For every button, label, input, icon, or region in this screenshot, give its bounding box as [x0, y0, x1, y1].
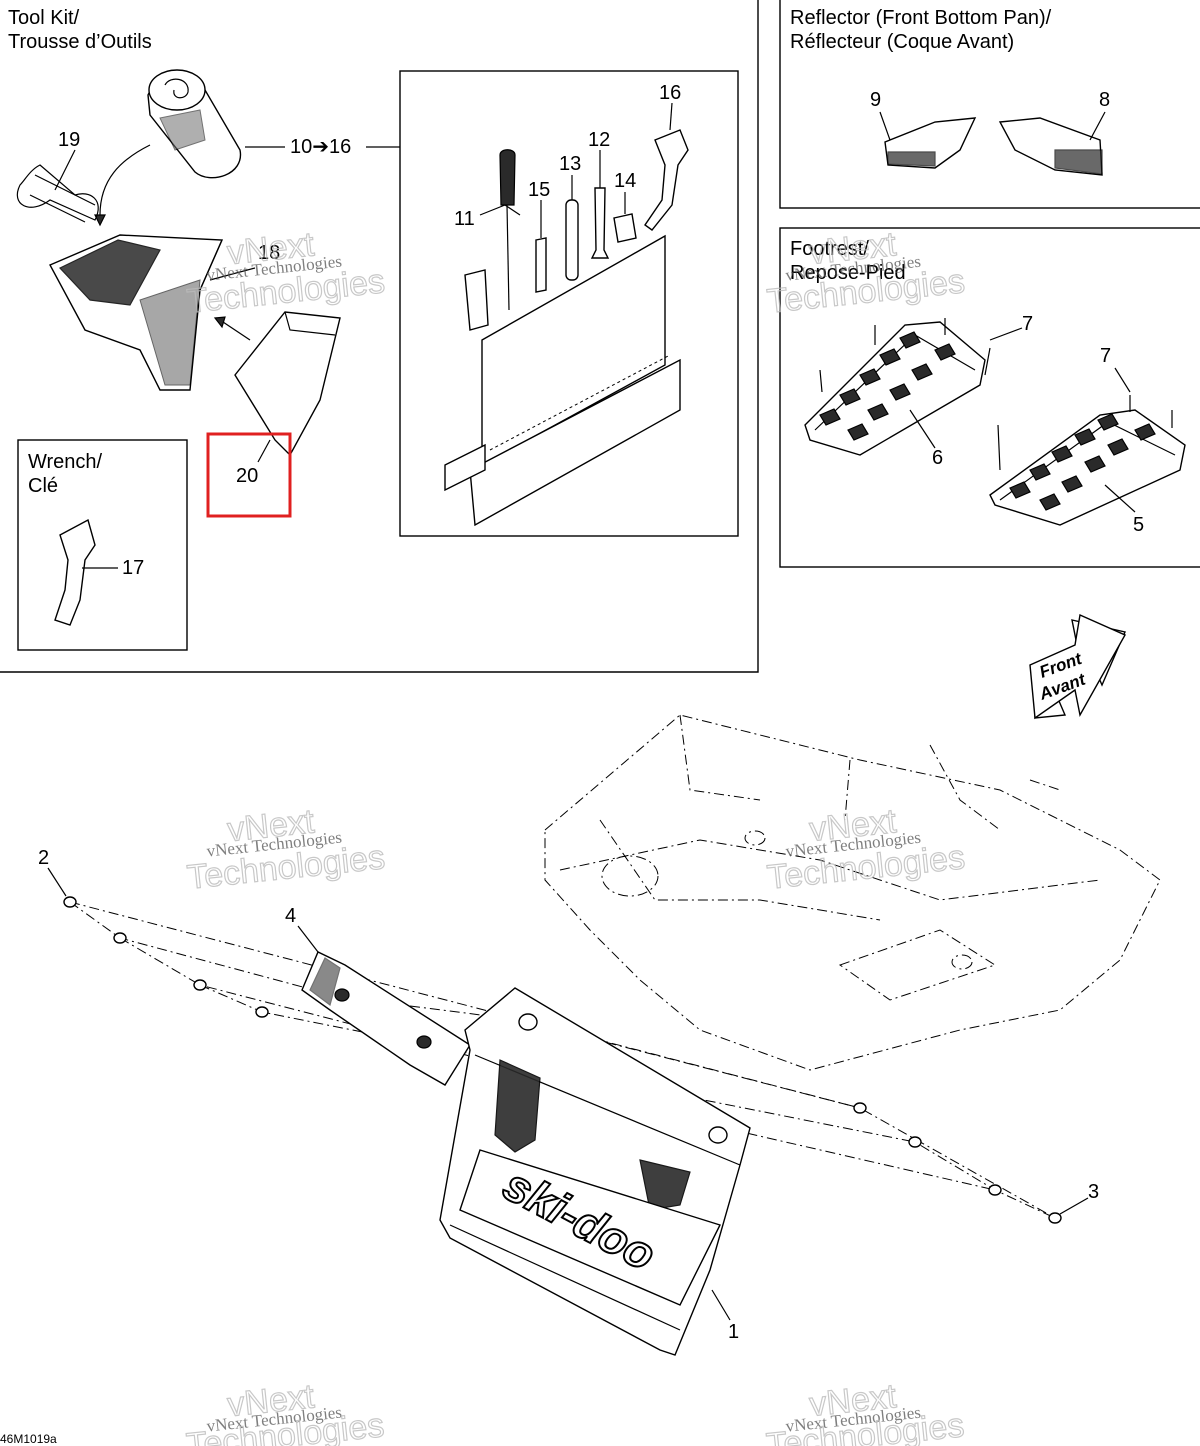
- callout-3: 3: [1088, 1181, 1099, 1203]
- toolkit-title-line1: Tool Kit/: [8, 7, 80, 29]
- hex-key-13-icon: [565, 199, 579, 281]
- footrest-frame: [779, 227, 1200, 568]
- callout-1: 1: [728, 1321, 739, 1343]
- callout-13: 13: [559, 153, 581, 175]
- fasteners: 2 3: [38, 847, 1099, 1224]
- tool-contents-frame: [399, 70, 739, 537]
- callout-15: 15: [528, 179, 550, 201]
- footrest-title-line2: Repose-Pied: [790, 262, 906, 284]
- highlight-box-20: [206, 432, 292, 518]
- watermark-3: vNext vNext Technologies Technologies: [185, 802, 388, 898]
- callout-6: 6: [932, 447, 943, 469]
- vehicle-front-frame: [544, 714, 1161, 1071]
- toolkit-section: Tool Kit/ Trousse d’Outils 10➔16 19: [0, 0, 759, 673]
- callout-5: 5: [1133, 514, 1144, 536]
- toolkit-title-line2: Trousse d’Outils: [8, 31, 152, 53]
- strap: 19: [16, 129, 99, 223]
- wrench-title-line1: Wrench/: [28, 451, 103, 473]
- callout-8: 8: [1099, 89, 1110, 111]
- footrest-title-line1: Footrest/: [790, 238, 869, 260]
- bit-15-icon: [535, 237, 547, 293]
- wrench-inset: Wrench/ Clé 17: [17, 439, 188, 651]
- wrench-title-line2: Clé: [28, 475, 58, 497]
- reflector-title-line2: Réflecteur (Coque Avant): [790, 31, 1014, 53]
- watermark-4: vNext vNext Technologies Technologies: [765, 802, 968, 898]
- callout-12: 12: [588, 129, 610, 151]
- reflector-title-line1: Reflector (Front Bottom Pan)/: [790, 7, 1052, 29]
- wrench-16-icon: [644, 129, 689, 231]
- footrest-section: Footrest/ Repose-Pied 7 6: [779, 227, 1200, 568]
- callout-16: 16: [659, 82, 681, 104]
- reflector-frame: [779, 0, 1200, 209]
- callout-18: 18: [258, 242, 280, 264]
- footrest-left: 7 6: [804, 313, 1033, 469]
- callout-11: 11: [454, 208, 475, 230]
- front-arrow-icon: Front Avant: [1029, 613, 1126, 720]
- wrench-17-icon: [54, 518, 96, 626]
- wrench-12-icon: [590, 187, 610, 259]
- wrench-frame: [17, 439, 188, 651]
- callout-19: 19: [58, 129, 80, 151]
- callout-9: 9: [870, 89, 881, 111]
- callout-2: 2: [38, 847, 49, 869]
- callout-20: 20: [236, 465, 258, 487]
- footrest-right: 7 5: [989, 345, 1186, 536]
- front-bottom-pan: ski-doo 1: [439, 987, 751, 1356]
- toolkit-frame: [0, 0, 759, 673]
- callout-14: 14: [614, 170, 636, 192]
- clip-14-icon: [613, 213, 637, 243]
- screwdriver-icon: [499, 149, 516, 206]
- callout-7a: 7: [1022, 313, 1033, 335]
- watermark-1: vNext vNext Technologies Technologies: [185, 225, 388, 322]
- watermark-2: vNext vNext Technologies Technologies: [765, 225, 968, 322]
- tool-box-holder: 18: [49, 234, 280, 391]
- callout-10-16: 10➔16: [290, 136, 351, 158]
- callout-17: 17: [122, 557, 144, 579]
- watermark-5: vNext vNext Technologies Technologies: [184, 1377, 387, 1446]
- tool-box-cover: [213, 311, 341, 463]
- bracket: 4: [285, 905, 471, 1086]
- tool-contents-panel: 11 15 13 12 14 16: [399, 70, 739, 537]
- tool-roll: 10➔16: [94, 69, 400, 227]
- callout-4: 4: [285, 905, 296, 927]
- reflector-section: Reflector (Front Bottom Pan)/ Réflecteur…: [779, 0, 1200, 209]
- callout-7b: 7: [1100, 345, 1111, 367]
- watermark-6: vNext vNext Technologies Technologies: [764, 1377, 967, 1446]
- figure-reference: 46M1019a: [0, 1432, 57, 1446]
